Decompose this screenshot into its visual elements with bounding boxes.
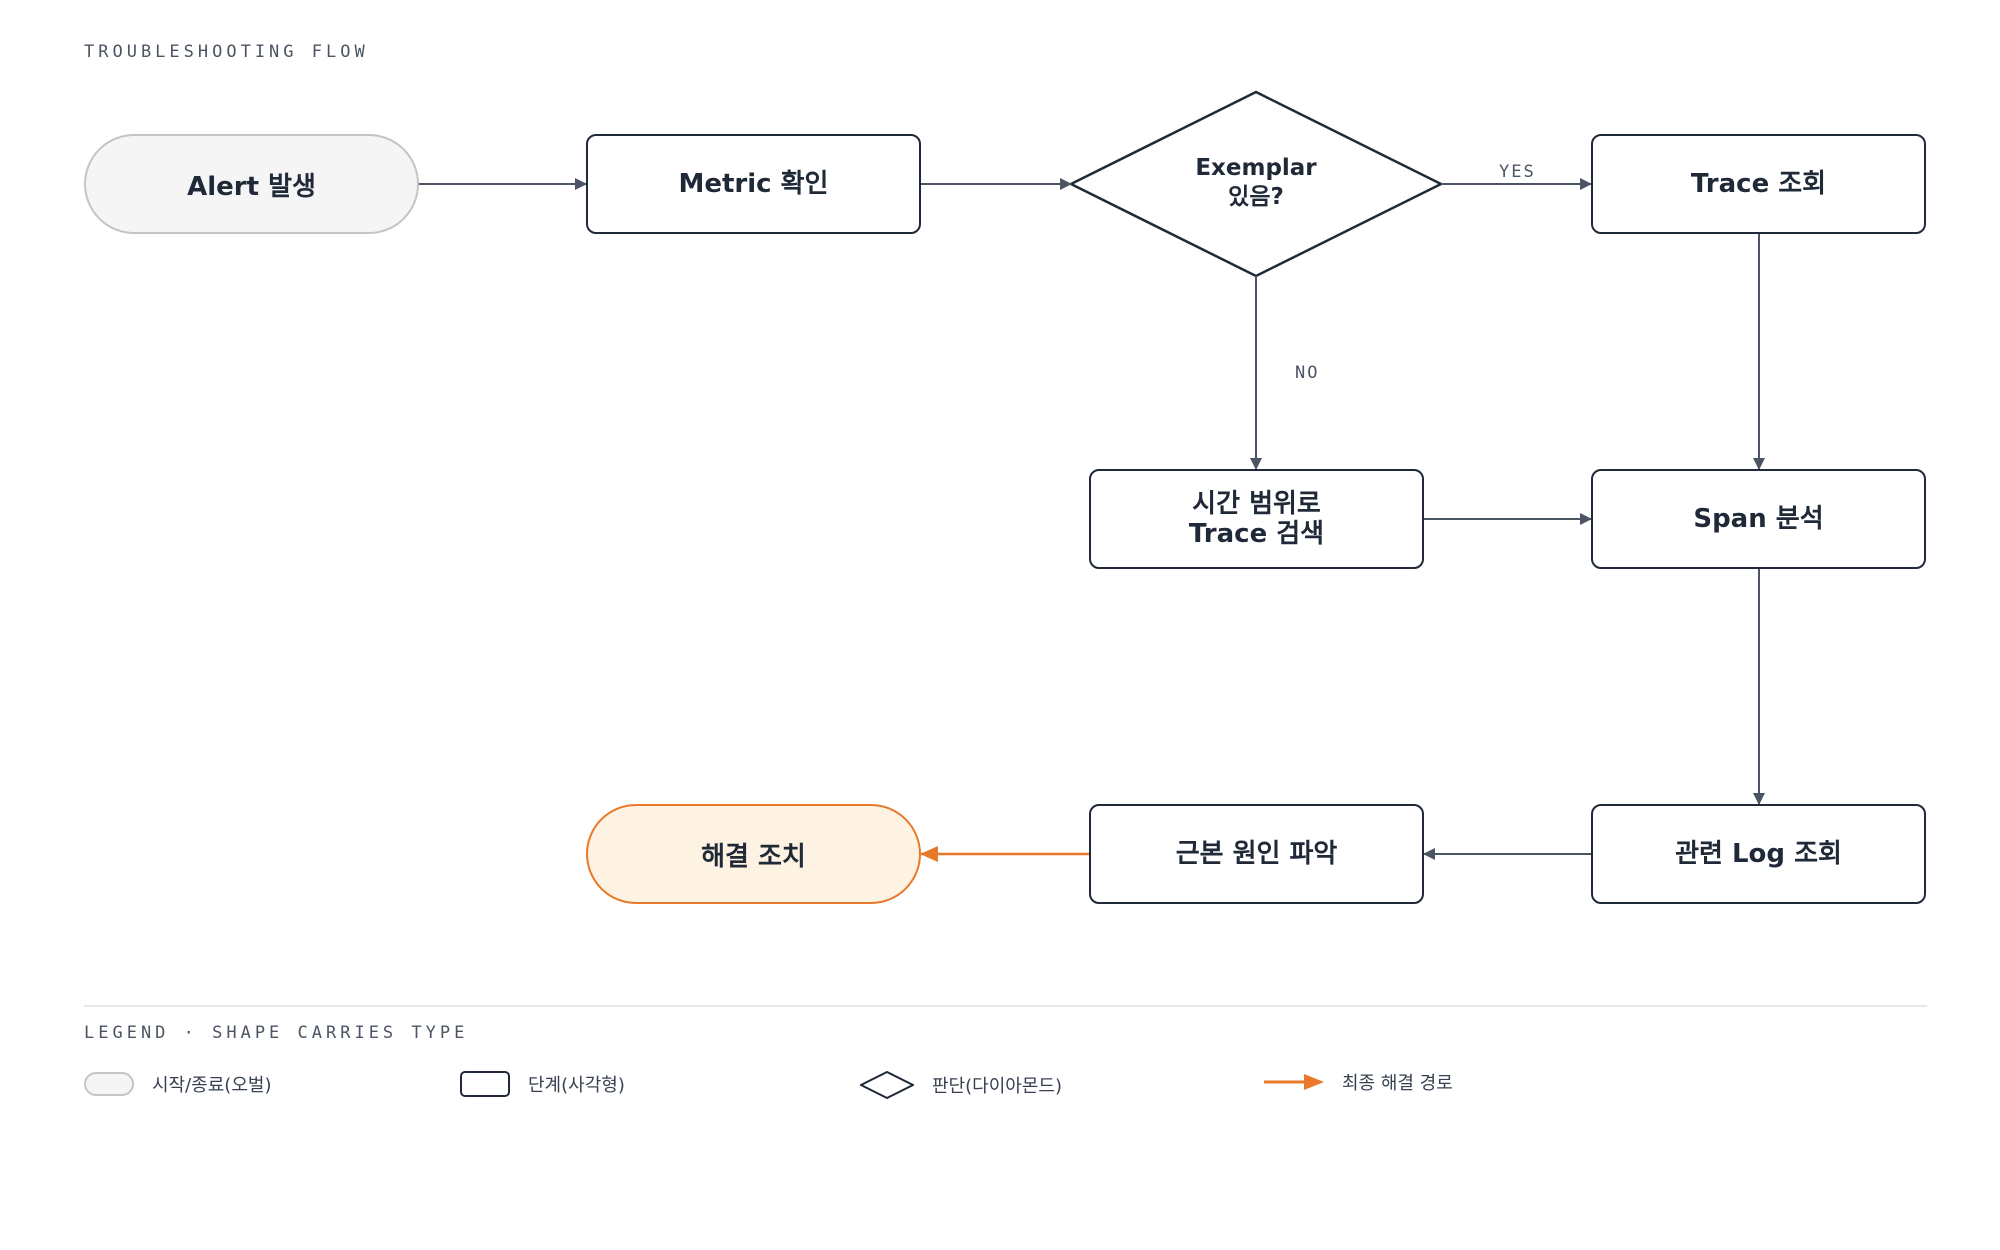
node-root-cause-label: 근본 원인 파악: [1175, 839, 1338, 869]
node-log[interactable]: 관련 Log 조회: [1591, 804, 1926, 904]
node-alert[interactable]: Alert 발생: [84, 134, 419, 234]
decision-label: Exemplar 있음?: [1195, 155, 1317, 210]
node-alert-label: Alert 발생: [187, 171, 316, 202]
legend-decision-swatch: [860, 1071, 914, 1099]
legend-title: LEGEND · SHAPE CARRIES TYPE: [84, 1023, 469, 1043]
node-metric[interactable]: Metric 확인: [586, 134, 921, 234]
node-metric-label: Metric 확인: [678, 169, 829, 199]
legend-final-path-swatch: [1264, 1074, 1324, 1090]
node-trace-lookup-label: Trace 조회: [1690, 169, 1827, 199]
legend-decision-label: 판단(다이아몬드): [932, 1076, 1062, 1097]
legend-item-terminal: 시작/종료(오벌): [84, 1071, 271, 1097]
legend-step-label: 단계(사각형): [528, 1075, 625, 1096]
legend-divider: [84, 1005, 1927, 1007]
legend-item-decision: 판단(다이아몬드): [860, 1071, 1062, 1099]
node-time-search-label: 시간 범위로 Trace 검색: [1188, 489, 1325, 549]
legend-item-final-path: 최종 해결 경로: [1264, 1069, 1453, 1095]
legend-final-path-label: 최종 해결 경로: [1342, 1073, 1453, 1094]
node-log-label: 관련 Log 조회: [1675, 839, 1842, 869]
node-root-cause[interactable]: 근본 원인 파악: [1089, 804, 1424, 904]
node-resolve[interactable]: 해결 조치: [586, 804, 921, 904]
legend-terminal-swatch: [84, 1072, 134, 1096]
node-span-label: Span 분석: [1693, 504, 1824, 534]
diagram-title: TROUBLESHOOTING FLOW: [84, 42, 369, 62]
legend-step-swatch: [460, 1071, 510, 1097]
legend-terminal-label: 시작/종료(오벌): [152, 1075, 272, 1096]
node-time-search[interactable]: 시간 범위로 Trace 검색: [1089, 469, 1424, 569]
legend-item-step: 단계(사각형): [460, 1071, 625, 1097]
node-span[interactable]: Span 분석: [1591, 469, 1926, 569]
edge-label-no: NO: [1295, 363, 1320, 383]
edge-label-yes: YES: [1499, 162, 1536, 182]
node-resolve-label: 해결 조치: [701, 841, 806, 872]
node-trace-lookup[interactable]: Trace 조회: [1591, 134, 1926, 234]
